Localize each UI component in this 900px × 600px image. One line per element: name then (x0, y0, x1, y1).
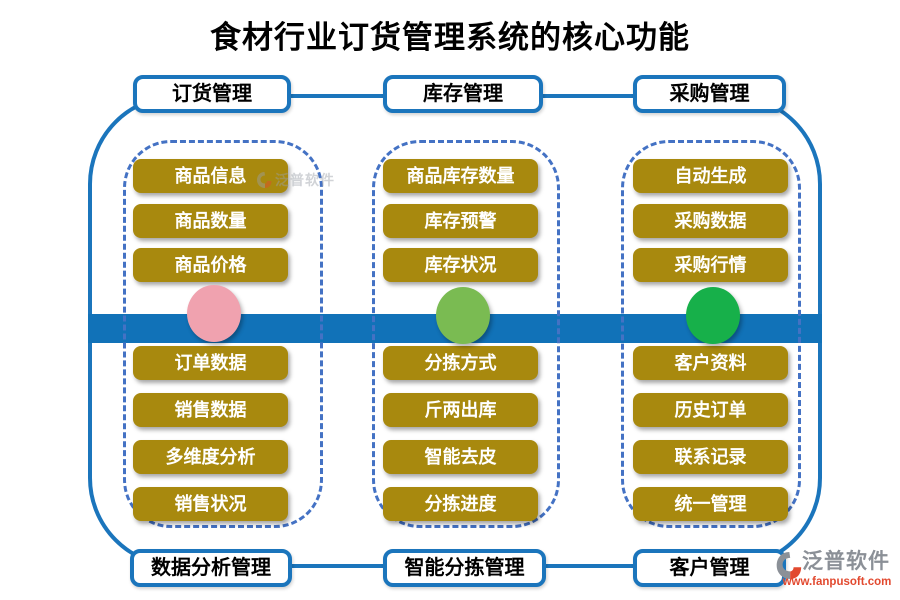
feature-item: 自动生成 (633, 159, 788, 193)
feature-item: 斤两出库 (383, 393, 538, 427)
feature-item: 分拣方式 (383, 346, 538, 380)
feature-item: 商品信息 (133, 159, 288, 193)
feature-item: 多维度分析 (133, 440, 288, 474)
feature-item: 采购数据 (633, 204, 788, 238)
page-title: 食材行业订货管理系统的核心功能 (210, 20, 690, 55)
feature-item: 历史订单 (633, 393, 788, 427)
column-node-circle (686, 287, 740, 344)
column-node-circle (187, 285, 241, 342)
feature-item: 商品数量 (133, 204, 288, 238)
feature-item: 销售数据 (133, 393, 288, 427)
top-header-inventory: 库存管理 (383, 75, 543, 113)
feature-item: 智能去皮 (383, 440, 538, 474)
feature-item: 销售状况 (133, 487, 288, 521)
inner-watermark: 泛普软件 (256, 170, 335, 190)
watermark-text: 泛普软件 (275, 172, 335, 188)
feature-item: 商品库存数量 (383, 159, 538, 193)
fanpu-logo-icon (257, 172, 272, 188)
feature-item: 统一管理 (633, 487, 788, 521)
column-frame-inventory (372, 140, 560, 528)
feature-item: 采购行情 (633, 248, 788, 282)
feature-item: 客户资料 (633, 346, 788, 380)
feature-item: 联系记录 (633, 440, 788, 474)
top-header-ordering: 订货管理 (133, 75, 291, 113)
column-node-circle (436, 287, 490, 344)
feature-item: 分拣进度 (383, 487, 538, 521)
feature-item: 订单数据 (133, 346, 288, 380)
bottom-header-customer: 客户管理 (633, 549, 786, 587)
feature-item: 商品价格 (133, 248, 288, 282)
fanpu-logo-icon (776, 552, 802, 579)
column-frame-purchasing (621, 140, 801, 528)
top-header-purchasing: 采购管理 (633, 75, 786, 113)
bottom-header-data-analysis: 数据分析管理 (130, 549, 292, 587)
fanpu-brand-logo: 泛普软件 www.fanpusoft.com (775, 548, 899, 592)
brand-name: 泛普软件 (802, 550, 890, 573)
feature-item: 库存预警 (383, 204, 538, 238)
column-frame-ordering (123, 140, 323, 528)
bottom-header-smart-sorting: 智能分拣管理 (383, 549, 546, 587)
feature-item: 库存状况 (383, 248, 538, 282)
brand-url: www.fanpusoft.com (782, 576, 892, 588)
